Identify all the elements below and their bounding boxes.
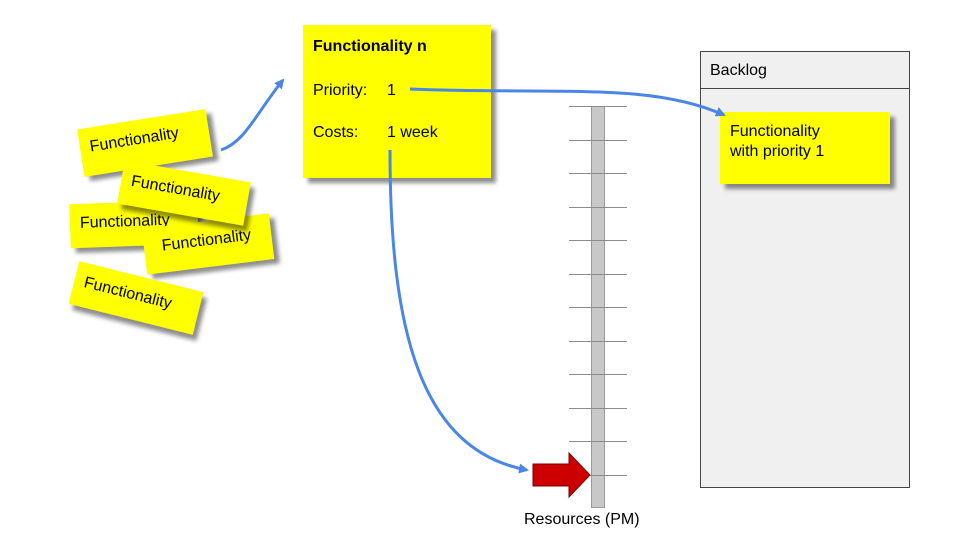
costs-value: 1 week xyxy=(387,124,438,141)
backlog-note-line1: Functionality xyxy=(730,123,820,140)
priority-value: 1 xyxy=(387,82,396,99)
arrow-to-backlog xyxy=(409,87,726,117)
resource-marker-arrow xyxy=(532,451,591,499)
resources-tick xyxy=(569,374,627,375)
main-functionality-note: Functionality n Priority: 1 Costs: 1 week xyxy=(303,25,491,178)
resources-tick xyxy=(569,240,627,241)
priority-row: Priority: 1 xyxy=(313,81,396,101)
resources-tick xyxy=(569,408,627,409)
resources-tick xyxy=(569,441,627,442)
resources-tick xyxy=(569,274,627,275)
costs-label: Costs: xyxy=(313,124,359,141)
backlog-item-note: Functionality with priority 1 xyxy=(720,112,890,184)
resources-tick xyxy=(569,341,627,342)
resources-tick xyxy=(569,140,627,141)
resources-tick xyxy=(569,173,627,174)
resources-tick xyxy=(569,475,627,476)
resources-label: Resources (PM) xyxy=(524,511,640,528)
priority-label: Priority: xyxy=(313,82,368,99)
resources-tick xyxy=(569,307,627,308)
backlog-header: Backlog xyxy=(701,52,909,89)
arrow-to-main-note xyxy=(220,78,285,152)
arrow-to-resources xyxy=(388,149,529,474)
main-note-title: Functionality n xyxy=(313,38,427,55)
backlog-note-line2: with priority 1 xyxy=(730,143,825,160)
resources-tick xyxy=(569,207,627,208)
resources-tick xyxy=(569,106,627,107)
costs-row: Costs: 1 week xyxy=(313,123,438,143)
